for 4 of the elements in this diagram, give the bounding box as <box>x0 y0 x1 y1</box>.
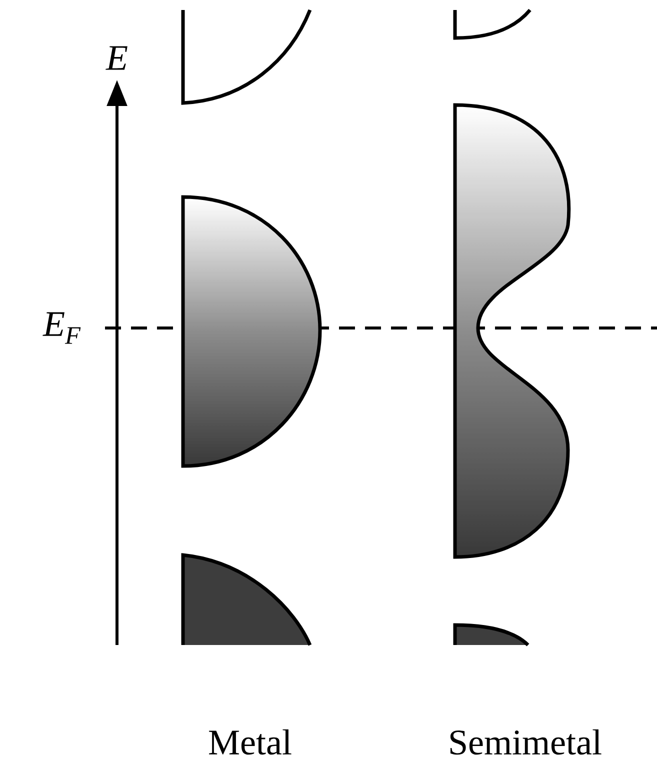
column-label: Metal <box>209 729 292 755</box>
axis-label: E <box>106 46 128 70</box>
column-label: Semimetal <box>450 729 602 755</box>
fermi-level-label: E$_{F}$ <box>42 312 81 344</box>
